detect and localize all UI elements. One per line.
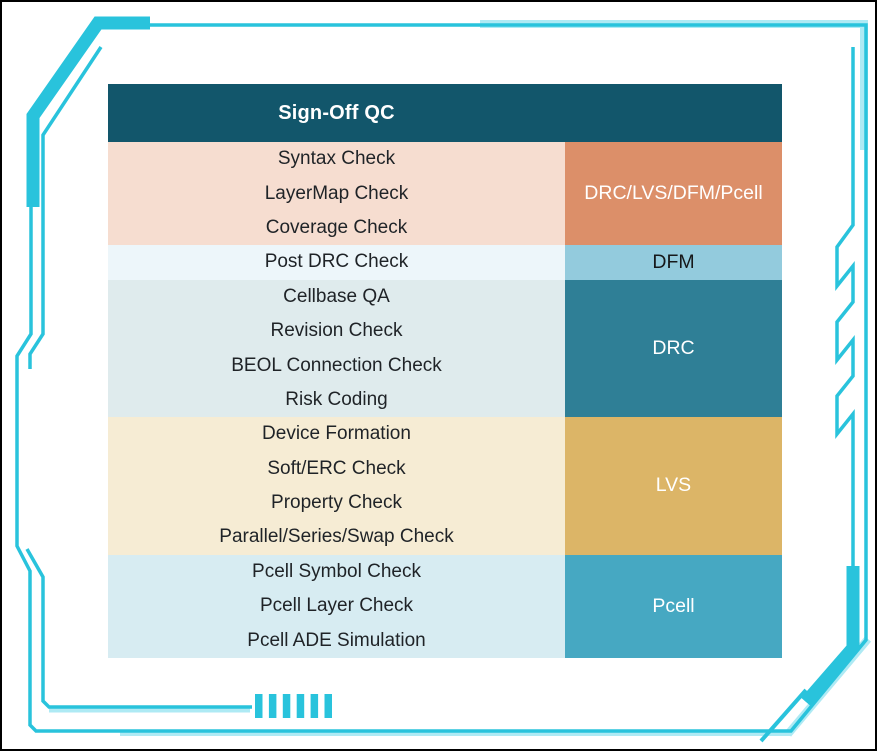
- frame-bottom-left-line: [25, 548, 252, 709]
- frame-tick: [324, 694, 332, 718]
- frame-outer-line: [15, 23, 868, 733]
- category-cell: LVS: [565, 417, 782, 555]
- qc-item: LayerMap Check: [264, 182, 409, 204]
- qc-item: Property Check: [271, 492, 402, 514]
- qc-item: Soft/ERC Check: [267, 457, 406, 479]
- qc-item: Pcell Symbol Check: [252, 560, 421, 582]
- category-cell: Pcell: [565, 554, 782, 658]
- frame-tick: [296, 694, 305, 718]
- qc-item-list: Post DRC Check: [108, 245, 565, 280]
- frame-top-left-elbow: [26, 16, 150, 207]
- qc-item: BEOL Connection Check: [231, 354, 442, 376]
- qc-group-row: Post DRC Check DFM: [108, 245, 782, 280]
- table-header-row: Sign-Off QC: [108, 84, 782, 142]
- frame-bottom-right-accent: [759, 688, 808, 743]
- qc-item: Risk Coding: [285, 388, 388, 410]
- qc-item: Pcell Layer Check: [259, 595, 414, 617]
- category-cell: DRC: [565, 279, 782, 418]
- qc-item: Cellbase QA: [283, 285, 390, 307]
- frame-left-accent-line: [28, 46, 103, 369]
- frame-tick: [282, 694, 291, 718]
- frame-bottom-right-elbow: [801, 566, 860, 707]
- frame-tick-marks: [255, 694, 332, 718]
- qc-item: Post DRC Check: [264, 251, 409, 273]
- qc-item: Revision Check: [270, 320, 403, 342]
- frame-tick: [268, 694, 277, 718]
- qc-item: Coverage Check: [265, 216, 408, 238]
- qc-item: Device Formation: [262, 423, 411, 445]
- frame-right-zigzag-line: [835, 47, 855, 566]
- category-cell: DRC/LVS/DFM/Pcell: [565, 142, 782, 246]
- frame-tick: [310, 694, 319, 718]
- table-title: Sign-Off QC: [278, 101, 395, 124]
- qc-item: Pcell ADE Simulation: [247, 629, 426, 651]
- frame-tick: [255, 694, 263, 718]
- table-header-spacer: [565, 84, 782, 142]
- category-cell: DFM: [565, 245, 782, 280]
- qc-item: Syntax Check: [277, 148, 396, 170]
- qc-item: Parallel/Series/Swap Check: [219, 526, 454, 548]
